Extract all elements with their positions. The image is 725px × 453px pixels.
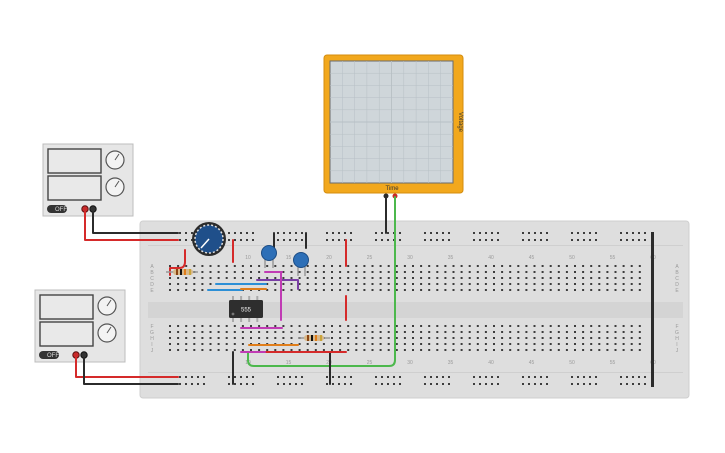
- row-label-left: H: [150, 336, 154, 342]
- power-supply-top-off-label: OFF: [55, 207, 67, 213]
- row-label-right: J: [676, 348, 679, 354]
- row-label-left: A: [150, 264, 154, 270]
- power-supply-top-off-switch[interactable]: [47, 205, 67, 213]
- column-label-bottom: 35: [448, 360, 454, 366]
- column-label-top: 10: [245, 255, 251, 261]
- row-label-left: F: [150, 324, 153, 330]
- column-label-bottom: 50: [569, 360, 575, 366]
- row-label-left: B: [150, 270, 154, 276]
- column-label-top: 30: [407, 255, 413, 261]
- column-label-top: 15: [286, 255, 292, 261]
- wire-purple-1[interactable]: [256, 279, 299, 290]
- breadboard-labels: 1015202530354045505560101520253035404550…: [150, 255, 679, 366]
- row-label-left: E: [150, 288, 154, 294]
- oscilloscope-axis-label-x: Time: [385, 186, 399, 192]
- capacitor-2[interactable]: [293, 252, 309, 277]
- column-label-bottom: 30: [407, 360, 413, 366]
- column-label-bottom: 55: [610, 360, 616, 366]
- row-label-left: D: [150, 282, 154, 288]
- row-label-right: B: [675, 270, 679, 276]
- row-label-right: A: [675, 264, 679, 270]
- row-label-left: I: [151, 342, 152, 348]
- row-label-right: G: [675, 330, 679, 336]
- wires: [75, 196, 396, 385]
- row-label-right: D: [675, 282, 679, 288]
- column-label-bottom: 25: [367, 360, 373, 366]
- column-label-top: 40: [488, 255, 494, 261]
- breadboard-rail-bar-right: [651, 232, 654, 387]
- column-label-top: 50: [569, 255, 575, 261]
- wire-red-psu-top[interactable]: [84, 211, 179, 241]
- oscilloscope-axis-label-y: Voltage: [457, 112, 463, 133]
- row-label-right: F: [675, 324, 678, 330]
- power-supply-bottom[interactable]: OFF: [34, 289, 126, 363]
- row-label-left: C: [150, 276, 154, 282]
- potentiometer[interactable]: [192, 222, 226, 256]
- breadboard[interactable]: 1015202530354045505560101520253035404550…: [139, 220, 690, 399]
- row-label-right: E: [675, 288, 679, 294]
- wire-black-psu-top[interactable]: [92, 211, 179, 234]
- oscilloscope-grid: [330, 61, 453, 183]
- column-label-top: 45: [529, 255, 535, 261]
- power-supply-bottom-off-label: OFF: [47, 353, 59, 359]
- column-label-top: 35: [448, 255, 454, 261]
- row-label-right: H: [675, 336, 679, 342]
- wire-green-scope[interactable]: [247, 196, 396, 367]
- resistor-2[interactable]: [298, 335, 330, 341]
- column-label-top: 20: [326, 255, 332, 261]
- column-label-bottom: 45: [529, 360, 535, 366]
- column-label-top: 55: [610, 255, 616, 261]
- oscilloscope[interactable]: Voltage Time: [323, 54, 464, 199]
- breadboard-center-channel: [148, 302, 683, 318]
- power-supply-top-display-2: [47, 175, 102, 201]
- row-label-left: G: [150, 330, 154, 336]
- column-label-top: 25: [367, 255, 373, 261]
- power-supply-top[interactable]: OFF: [42, 143, 134, 217]
- chip-555[interactable]: 555: [229, 296, 263, 322]
- power-supply-bottom-display-1: [39, 294, 94, 320]
- resistor-1[interactable]: [166, 269, 198, 275]
- wire-black-psu-bottom[interactable]: [83, 357, 179, 385]
- row-label-left: J: [151, 348, 154, 354]
- column-label-bottom: 40: [488, 360, 494, 366]
- wire-red-pot-lead[interactable]: [169, 249, 186, 276]
- breadboard-holes: [169, 232, 646, 385]
- power-supply-bottom-display-2: [39, 321, 94, 347]
- power-supply-top-display-1: [47, 148, 102, 174]
- wire-red-psu-bottom[interactable]: [75, 357, 179, 378]
- row-label-right: I: [676, 342, 677, 348]
- column-label-bottom: 15: [286, 360, 292, 366]
- power-supply-bottom-off-switch[interactable]: [39, 351, 59, 359]
- chip-555-label: 555: [241, 308, 252, 314]
- capacitor-1[interactable]: [261, 245, 277, 269]
- row-label-right: C: [675, 276, 679, 282]
